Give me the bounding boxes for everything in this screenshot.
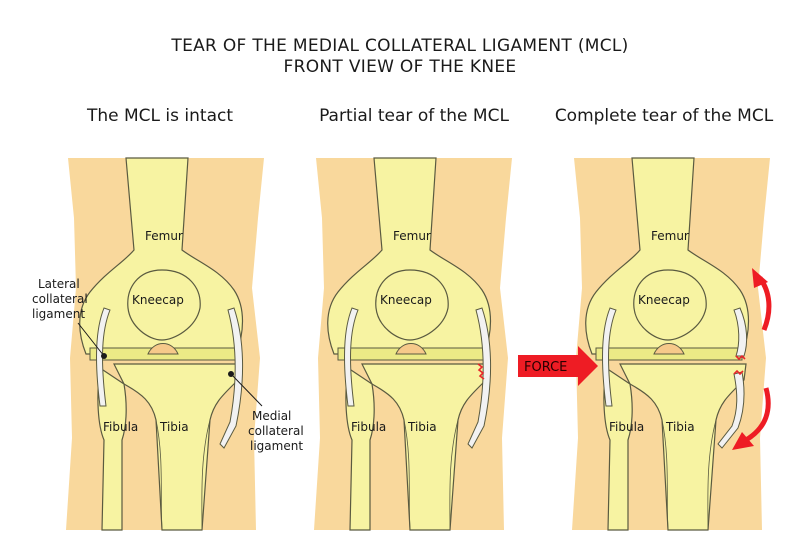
fibula-label: Fibula [103,420,138,434]
fibula-label: Fibula [609,420,644,434]
knee-intact [66,158,264,530]
knee-partial-tear [314,158,512,530]
lateral-callout-line1: Lateral [38,277,80,291]
force-label: FORCE [524,360,567,375]
tibia-label: Tibia [159,420,189,434]
medial-callout-line2: collateral [248,424,304,438]
fibula-label: Fibula [351,420,386,434]
femur-label: Femur [145,229,183,243]
kneecap-label: Kneecap [380,293,432,307]
kneecap-label: Kneecap [638,293,690,307]
knee-complete-tear [572,158,770,530]
tibia-label: Tibia [665,420,695,434]
tibia-label: Tibia [407,420,437,434]
kneecap-label: Kneecap [132,293,184,307]
lateral-callout-line2: collateral [32,292,88,306]
medial-callout-line3: ligament [250,439,303,453]
femur-label: Femur [393,229,431,243]
lateral-callout-line3: ligament [32,307,85,321]
medial-callout-line1: Medial [252,409,291,423]
femur-label: Femur [651,229,689,243]
